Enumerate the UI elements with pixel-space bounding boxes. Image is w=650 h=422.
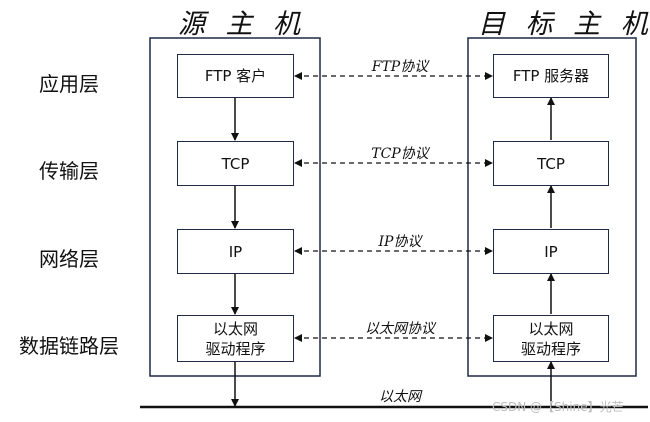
source-box-tcp: TCP [177,141,294,186]
dest-host-title: 目 标 主 机 [478,9,650,40]
protocol-label-ftp: FTP协议 [371,59,429,75]
source-box-ethernet-driver: 以太网 驱动程序 [177,315,294,362]
source-box-ip: IP [177,229,294,274]
source-host-title: 源 主 机 [178,9,307,40]
layer-label-datalink: 数据链路层 [19,334,119,358]
layer-label-network: 网络层 [39,247,99,271]
dest-box-ip: IP [493,229,609,274]
dest-host-frame [467,37,637,377]
dest-box-tcp: TCP [493,141,609,186]
source-box-ftp-client: FTP 客户 [177,54,294,98]
watermark-text: CSDN @【Shine】光芒 [492,400,624,414]
dest-box-ftp-server: FTP 服务器 [493,54,609,98]
dest-box-ethernet-driver: 以太网 驱动程序 [493,315,609,362]
protocol-label-tcp: TCP协议 [371,146,429,162]
layer-label-transport: 传输层 [39,159,99,183]
protocol-label-ethernet: 以太网协议 [365,321,435,337]
network-label-ethernet: 以太网 [379,389,421,405]
protocol-label-ip: IP协议 [378,234,422,250]
layer-label-application: 应用层 [39,72,99,96]
